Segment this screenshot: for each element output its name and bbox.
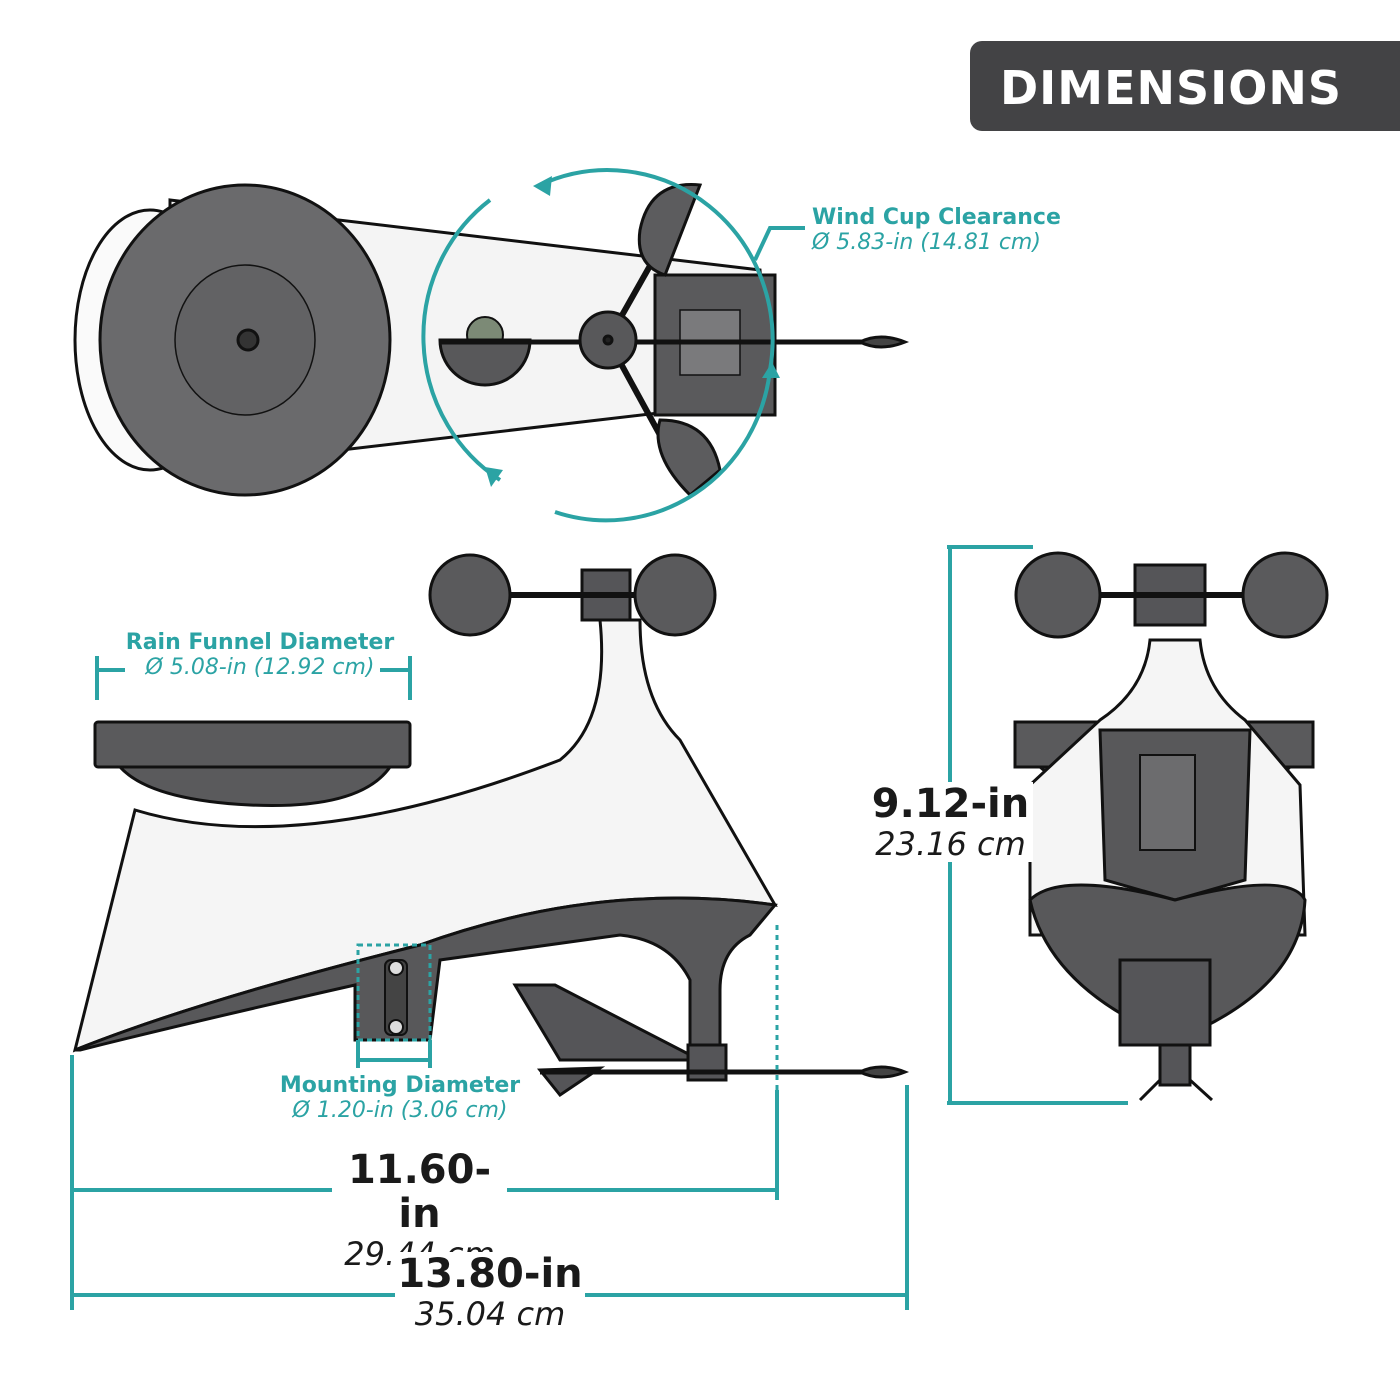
callout-title: Rain Funnel Diameter (125, 630, 395, 655)
height-dimension: 9.12-in 23.16 cm (868, 782, 1033, 862)
weather-station-top-view-icon (73, 183, 910, 498)
wind-cup-clearance-callout: Wind Cup Clearance Ø 5.83-in (14.81 cm) (812, 205, 1061, 255)
rain-funnel-diameter-callout: Rain Funnel Diameter Ø 5.08-in (12.92 cm… (120, 630, 400, 680)
callout-value: Ø 1.20-in (3.06 cm) (292, 1098, 508, 1123)
weather-station-front-view-icon (1013, 551, 1329, 1102)
callout-value: Ø 5.08-in (12.92 cm) (145, 655, 375, 680)
dimension-cm: 35.04 cm (414, 1295, 566, 1333)
dimension-inches: 11.60-in (347, 1147, 492, 1237)
callout-title: Mounting Diameter (279, 1073, 521, 1098)
page-title: DIMENSIONS (1000, 61, 1342, 115)
total-length-dimension: 13.80-in 35.04 cm (395, 1252, 585, 1332)
dimension-inches: 9.12-in (871, 781, 1030, 827)
callout-title: Wind Cup Clearance (812, 205, 1061, 230)
dimensions-badge: DIMENSIONS (970, 41, 1400, 131)
weather-station-side-view-icon (72, 553, 910, 1098)
callout-value: Ø 5.83-in (14.81 cm) (812, 230, 1041, 255)
dimension-inches: 13.80-in (397, 1251, 583, 1297)
mounting-diameter-callout: Mounting Diameter Ø 1.20-in (3.06 cm) (275, 1073, 525, 1123)
dimension-cm: 23.16 cm (875, 825, 1026, 863)
